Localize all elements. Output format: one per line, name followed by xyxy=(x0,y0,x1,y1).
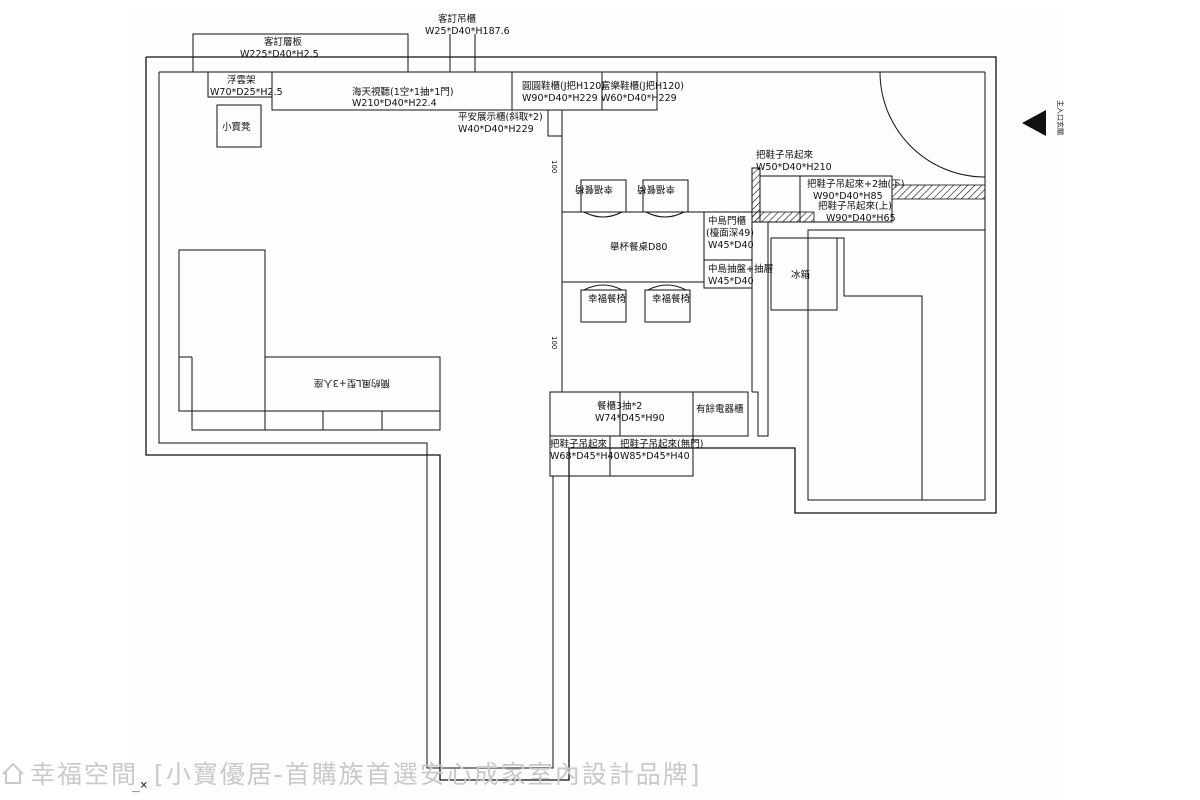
sofa-name: 簡約風L型+3人座 xyxy=(313,377,390,389)
dining-chair-1: 幸福餐椅 xyxy=(574,179,627,218)
chair-1-name: 幸福餐椅 xyxy=(574,183,613,195)
tall-cabinet-drawer-name: 把鞋子吊起來+2抽(下) xyxy=(807,178,904,190)
island-drawer-dim: W45*D40 xyxy=(708,276,754,287)
custom-shelf-dim: W225*D40*H2.5 xyxy=(240,49,319,60)
kitchen-counter-line xyxy=(837,237,923,500)
entrance-door-swing xyxy=(879,71,986,178)
low-cabinet-1-dim: W68*D45*H40 xyxy=(550,451,620,462)
kitchen-wall-corner xyxy=(752,391,769,437)
shoe-cabinet-1-dim: W90*D40*H229 xyxy=(522,93,598,104)
brand-name: 幸福空間 xyxy=(30,760,139,789)
island-door-name: 中島門櫃 xyxy=(708,215,747,227)
entrance-label: 主入口玄關 xyxy=(1056,100,1065,135)
appliance-cabinet-name: 有餘電器櫃 xyxy=(696,403,744,415)
dimension-label-a: 100 xyxy=(550,160,558,173)
low-cabinet-1-name: 把鞋子吊起來 xyxy=(550,438,608,450)
brand-tagline: [小寶優居-首購族首選安心成家室內設計品牌] xyxy=(154,760,702,789)
hatched-wall-right xyxy=(891,184,986,200)
island-drawer-name: 中島抽盤+抽屜 xyxy=(708,263,773,275)
tall-cabinet-drawer-dim: W90*D40*H85 xyxy=(813,191,883,202)
entrance-arrow-icon xyxy=(1022,110,1046,136)
display-cabinet-dim: W40*D40*H229 xyxy=(458,124,534,135)
shoe-cabinet-2-dim: W60*D40*H229 xyxy=(601,93,677,104)
sideboard-dim: W74*D45*H90 xyxy=(595,413,665,424)
low-cabinet-2-dim: W85*D45*H40 xyxy=(620,451,690,462)
custom-shelf-name: 客訂層板 xyxy=(264,36,303,48)
low-cabinet-2-name: 把鞋子吊起來(無門) xyxy=(620,438,703,450)
custom-wall-cabinet-name: 客訂吊櫃 xyxy=(438,13,477,25)
shoe-cabinet-2 xyxy=(601,71,658,111)
floating-rack-dim: W70*D25*H2.5 xyxy=(210,87,283,98)
hatched-wall-bottom xyxy=(751,211,815,223)
fridge xyxy=(770,237,838,311)
floating-rack-name: 浮雲架 xyxy=(227,74,256,86)
tall-cabinet-upper-name: 把鞋子吊起來(上) xyxy=(818,200,892,212)
low-cabinet-2 xyxy=(609,435,694,477)
appliance-cabinet xyxy=(692,391,749,437)
brand-logo: 幸福空間 xyxy=(0,755,138,791)
island-door-dim: W45*D40 xyxy=(708,240,754,251)
small-stool xyxy=(216,104,262,148)
house-logo-icon xyxy=(2,762,24,784)
fridge-name: 冰箱 xyxy=(791,269,810,281)
tall-cabinet-dim: W50*D40*H210 xyxy=(756,162,832,173)
dining-chair-3: 幸福餐椅 xyxy=(580,284,627,323)
dining-chair-4: 幸福餐椅 xyxy=(644,284,691,323)
display-cabinet-name: 平安展示櫃(斜取*2) xyxy=(458,111,543,123)
tv-cabinet-dim: W210*D40*H22.4 xyxy=(352,98,437,109)
chair-3-name: 幸福餐椅 xyxy=(588,293,627,305)
shoe-cabinet-1-name: 圓圓鞋櫃(J把H120) xyxy=(522,80,605,92)
small-stool-name: 小寶凳 xyxy=(222,121,251,133)
island-door-note: (檯面深49) xyxy=(706,227,754,239)
cursor-mark: _× xyxy=(132,778,148,793)
dining-chair-2: 幸福餐椅 xyxy=(636,179,689,218)
chair-2-name: 幸福餐椅 xyxy=(636,183,675,195)
sideboard-name: 餐櫃3抽*2 xyxy=(597,400,642,412)
custom-wall-cabinet-dim: W25*D40*H187.6 xyxy=(425,26,510,37)
dining-table-name: 舉杯餐桌D80 xyxy=(610,241,667,253)
watermark: 幸福空間 [小寶優居-首購族首選安心成家室內設計品牌] xyxy=(0,754,702,792)
dimension-label-b: 100 xyxy=(550,336,558,349)
tall-cabinet-name: 把鞋子吊起來 xyxy=(756,149,814,161)
drawing-sheet xyxy=(134,8,1064,793)
tv-cabinet-name: 海天視聽(1空*1抽*1門) xyxy=(352,86,454,98)
sofa: 簡約風L型+3人座 xyxy=(178,249,441,431)
chair-4-name: 幸福餐椅 xyxy=(652,293,691,305)
tall-cabinet-upper-dim: W90*D40*H65 xyxy=(826,213,896,224)
shoe-cabinet-2-name: 富樂鞋櫃(J把H120) xyxy=(601,80,684,92)
